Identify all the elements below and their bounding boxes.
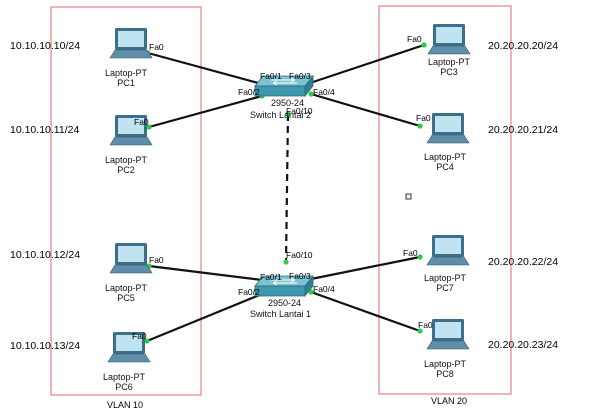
vlan20-label: VLAN 20 [431,396,468,406]
dot-pc7 [417,254,423,260]
laptop-icon[interactable] [427,24,471,55]
ip-label-pc6: 10.10.10.13/24 [10,340,81,352]
port-label-sw2-fa04: Fa0/4 [313,87,335,97]
laptop-name-pc4: PC4 [436,162,454,172]
laptop-icon[interactable] [426,319,470,350]
laptop-icon[interactable] [107,332,151,363]
dot-sw2-4 [308,91,314,97]
laptop-name-pc6: PC6 [115,382,133,392]
port-label-pc6: Fa0 [132,331,147,341]
port-label-pc1: Fa0 [149,42,164,52]
dot-pc4 [417,123,423,129]
port-label-pc8: Fa0 [418,320,433,330]
laptop-name-pc5: PC5 [117,293,135,303]
laptop-name-pc7: PC7 [436,283,454,293]
laptop-name-pc1: PC1 [117,78,135,88]
laptop-icon[interactable] [109,28,153,59]
switch2-model: 2950-24 [271,98,305,108]
switch1-name: Switch Lantai 1 [250,309,312,319]
port-label-sw2-fa010: Fa0/10 [286,106,313,116]
laptop-name-pc2: PC2 [117,165,135,175]
laptop-type-pc4: Laptop-PT [423,152,467,162]
laptop-type-pc2: Laptop-PT [104,155,148,165]
dot-sw2-10 [285,111,291,117]
laptop-type-pc6: Laptop-PT [102,372,146,382]
marker-square [405,193,412,200]
ip-label-pc3: 20.20.20.20/24 [488,40,559,52]
dot-pc2 [146,124,152,130]
link-pc1-sw2 [147,51,263,86]
vlan10-label: VLAN 10 [107,400,144,410]
ip-label-pc8: 20.20.20.23/24 [488,339,559,351]
port-label-sw2-fa01: Fa0/1 [260,71,282,81]
port-label-pc5: Fa0 [149,255,164,265]
laptop-name-pc8: PC8 [436,369,454,379]
vlan20-box [378,5,512,395]
laptop-type-pc3: Laptop-PT [427,57,471,67]
link-pc4-sw2 [310,92,421,128]
port-label-pc3: Fa0 [407,34,422,44]
link-pc6-sw1 [146,292,263,343]
port-label-sw1-fa04: Fa0/4 [313,284,335,294]
port-label-sw2-fa02: Fa0/2 [238,87,260,97]
link-pc8-sw1 [310,290,421,333]
switch-icon[interactable] [254,74,314,98]
laptop-icon[interactable] [109,115,153,146]
port-label-pc7: Fa0 [403,248,418,258]
laptop-icon[interactable] [426,113,470,144]
ip-label-pc4: 20.20.20.21/24 [488,124,559,136]
laptop-type-pc8: Laptop-PT [423,359,467,369]
ip-label-pc5: 10.10.10.12/24 [10,249,81,261]
trunk-sw2-sw1 [284,113,290,263]
port-label-sw1-fa03: Fa0/3 [289,271,311,281]
port-label-sw1-fa010: Fa0/10 [286,250,313,260]
dot-sw1-10 [283,259,289,265]
link-pc5-sw1 [148,264,263,282]
port-label-sw1-fa01: Fa0/1 [260,272,282,282]
switch2-name: Switch Lantai 2 [250,110,312,120]
port-label-pc2: Fa0 [134,117,149,127]
laptop-icon[interactable] [109,243,153,274]
ip-label-pc2: 10.10.10.11/24 [10,124,80,136]
switch1-model: 2950-24 [268,298,302,308]
laptop-type-pc5: Laptop-PT [104,283,148,293]
laptop-type-pc7: Laptop-PT [423,273,467,283]
link-pc7-sw1 [310,255,421,281]
port-label-pc4: Fa0 [416,113,431,123]
links [146,43,425,343]
laptop-type-pc1: Laptop-PT [104,68,148,78]
link-pc2-sw2 [148,94,263,129]
link-pc3-sw2 [309,43,425,85]
port-label-sw2-fa03: Fa0/3 [289,71,311,81]
ip-label-pc1: 10.10.10.10/24 [10,40,81,52]
vlan10-box [50,6,202,396]
dot-pc6 [144,338,150,344]
laptop-name-pc3: PC3 [440,67,458,77]
dot-pc3 [421,42,427,48]
port-label-sw1-fa02: Fa0/2 [238,287,260,297]
dot-pc8 [417,328,423,334]
switch-icon[interactable] [254,274,314,298]
laptop-icon[interactable] [426,235,470,266]
ip-label-pc7: 20.20.20.22/24 [488,256,559,268]
